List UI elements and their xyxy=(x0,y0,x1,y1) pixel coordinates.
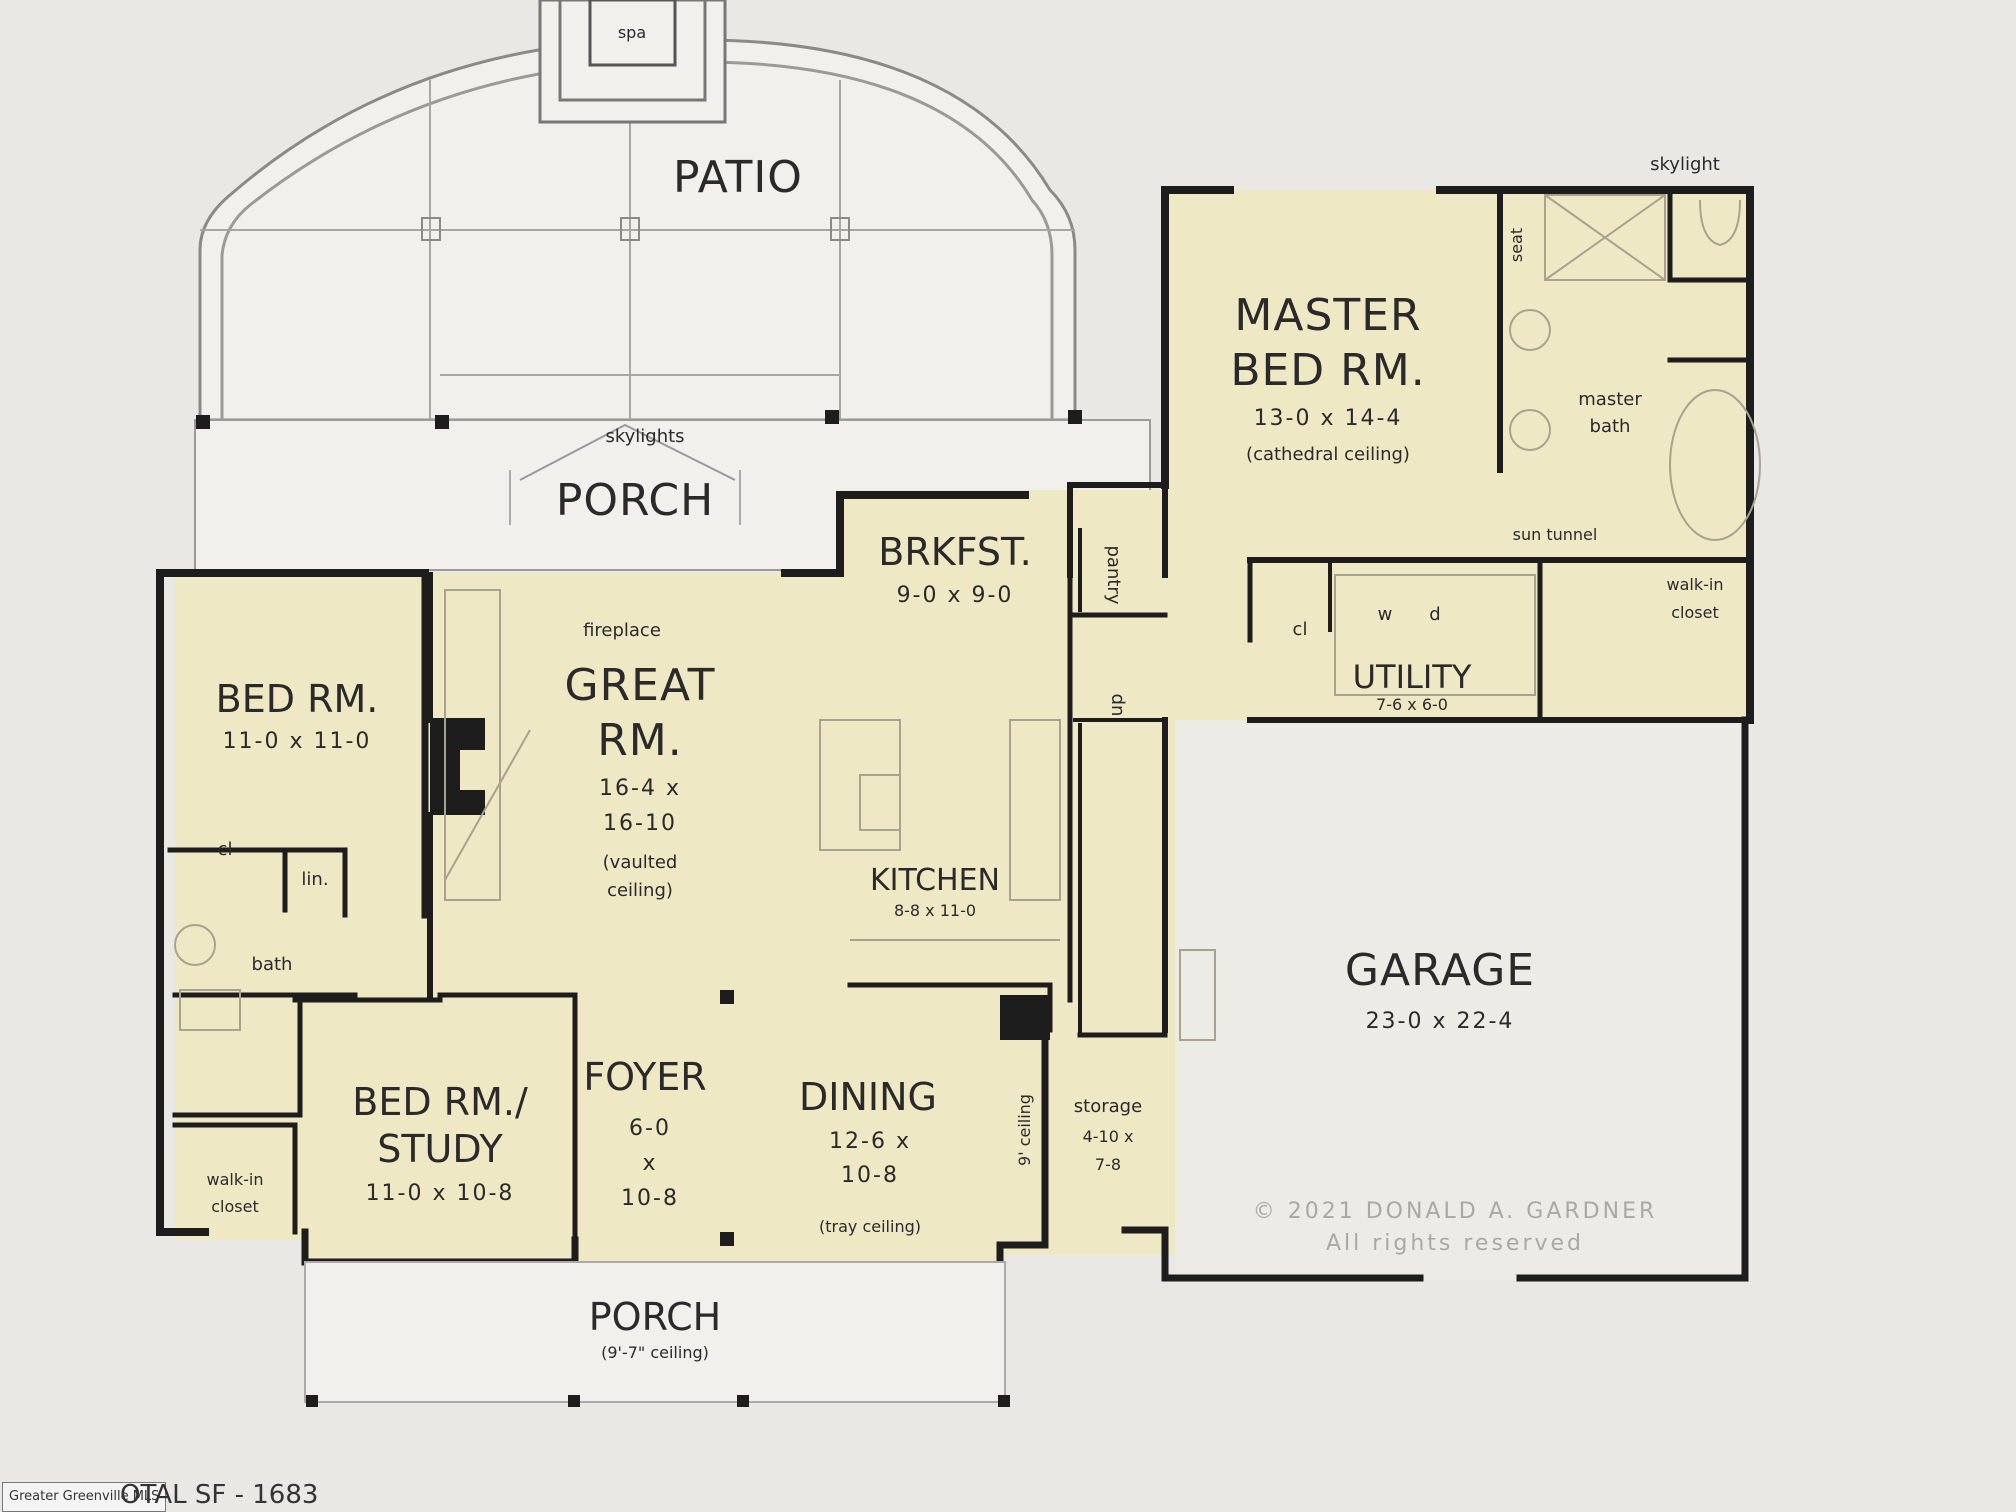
master-line2: BED RM. xyxy=(1230,345,1425,396)
garage-name: GARAGE xyxy=(1345,945,1535,996)
master-bath-line1: master xyxy=(1578,389,1642,410)
master-note: (cathedral ceiling) xyxy=(1246,444,1410,465)
brkfst-name: BRKFST. xyxy=(878,530,1031,574)
fireplace-label: fireplace xyxy=(583,620,661,641)
porch-columns xyxy=(306,1395,1010,1407)
utility-dim: 7-6 x 6-0 xyxy=(1376,695,1448,714)
column-block xyxy=(1000,995,1050,1040)
master-dim: 13-0 x 14-4 xyxy=(1254,406,1403,431)
cl1-label: cl xyxy=(218,839,233,860)
mls-logo: Greater Greenville MLS xyxy=(2,1482,167,1512)
ceiling-note: 9' ceiling xyxy=(1015,1094,1034,1166)
great-note2: ceiling) xyxy=(607,880,673,901)
utility-cl: cl xyxy=(1293,619,1308,640)
great-dim1: 16-4 x xyxy=(599,776,681,801)
walkin2-line1: walk-in xyxy=(207,1170,264,1189)
great-line1: GREAT xyxy=(564,660,715,711)
foyer-d2: x xyxy=(642,1151,657,1176)
pantry-label: pantry xyxy=(1103,546,1124,605)
great-line2: RM. xyxy=(597,715,683,766)
foyer-name: FOYER xyxy=(583,1055,706,1099)
front-porch-note: (9'-7" ceiling) xyxy=(601,1343,709,1362)
walkin-master-line2: closet xyxy=(1671,603,1718,622)
rear-porch-skylights: skylights xyxy=(605,426,684,447)
seat-label: seat xyxy=(1507,228,1526,262)
utility-d: d xyxy=(1429,604,1440,625)
copyright-line1: © 2021 DONALD A. GARDNER xyxy=(1253,1199,1658,1224)
foyer-d1: 6-0 xyxy=(629,1116,671,1141)
great-dim2: 16-10 xyxy=(603,811,677,836)
skylight-label: skylight xyxy=(1650,154,1720,175)
great-note1: (vaulted xyxy=(603,852,678,873)
study-line1: BED RM./ xyxy=(352,1080,528,1124)
labels: spa PATIO skylights PORCH BED RM. 11-0 x… xyxy=(207,23,1724,1362)
storage-name: storage xyxy=(1074,1096,1142,1117)
fireplace-shape xyxy=(430,718,485,815)
study-line2: STUDY xyxy=(377,1127,503,1171)
master-line1: MASTER xyxy=(1234,290,1421,341)
dining-note: (tray ceiling) xyxy=(819,1217,921,1236)
kitchen-dim: 8-8 x 11-0 xyxy=(894,901,976,920)
master-bath-line2: bath xyxy=(1590,416,1631,437)
front-porch-area xyxy=(304,1261,1006,1403)
dining-name: DINING xyxy=(799,1075,937,1119)
bed1-name: BED RM. xyxy=(216,677,379,721)
dining-dim2: 10-8 xyxy=(841,1163,899,1188)
rear-porch-label: PORCH xyxy=(556,475,714,526)
mls-logo-text: Greater Greenville MLS xyxy=(9,1489,160,1504)
spa-label: spa xyxy=(618,23,646,42)
lin-label: lin. xyxy=(301,869,328,890)
front-porch-name: PORCH xyxy=(589,1295,721,1339)
patio-label: PATIO xyxy=(673,152,803,203)
storage-d1: 4-10 x xyxy=(1083,1127,1134,1146)
total-sf-label: OTAL SF - 1683 xyxy=(120,1480,319,1510)
patio-area xyxy=(198,0,1077,422)
garage-floor xyxy=(1175,720,1750,1280)
copyright-line2: All rights reserved xyxy=(1326,1231,1584,1256)
up-label: up xyxy=(1106,694,1127,717)
kitchen-name: KITCHEN xyxy=(870,863,1000,898)
bath-label: bath xyxy=(252,954,293,975)
foyer-d3: 10-8 xyxy=(621,1186,679,1211)
brkfst-dim: 9-0 x 9-0 xyxy=(897,583,1014,608)
walkin-master-line1: walk-in xyxy=(1667,575,1724,594)
storage-d2: 7-8 xyxy=(1095,1155,1121,1174)
sun-tunnel-label: sun tunnel xyxy=(1513,525,1598,544)
utility-name: UTILITY xyxy=(1353,658,1472,696)
floor-fill xyxy=(160,190,1750,1270)
walls xyxy=(156,186,1754,1282)
bed1-dim: 11-0 x 11-0 xyxy=(223,729,372,754)
walkin2-line2: closet xyxy=(211,1197,258,1216)
dining-dim1: 12-6 x xyxy=(829,1129,911,1154)
garage-dim: 23-0 x 22-4 xyxy=(1366,1009,1515,1034)
utility-w: w xyxy=(1378,604,1393,625)
study-dim: 11-0 x 10-8 xyxy=(366,1181,515,1206)
